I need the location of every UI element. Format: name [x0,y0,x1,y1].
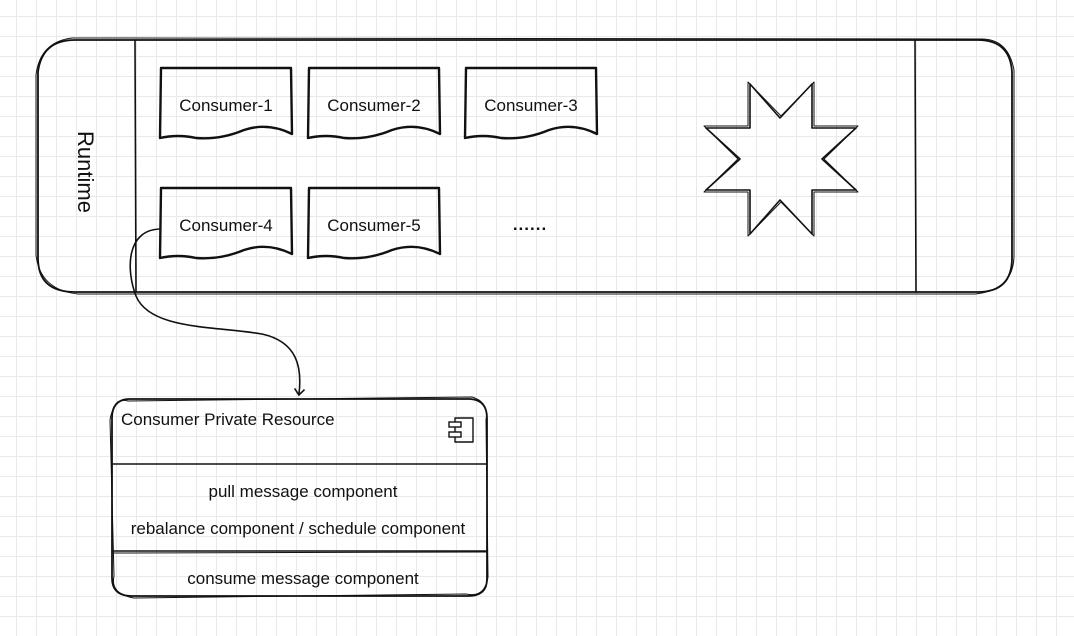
consumer-label: Consumer-3 [484,96,578,115]
resource-item-consume: consume message component [187,569,419,588]
consumer-label: Consumer-4 [179,216,273,235]
component-icon [448,417,474,443]
resource-title: Consumer Private Resource [121,410,335,429]
consumer-node-2[interactable]: Consumer-2 [306,66,442,140]
consumer-label: Consumer-1 [179,96,273,115]
consumer-node-1[interactable]: Consumer-1 [158,66,294,140]
runtime-label: Runtime [73,131,98,213]
consumer-label: Consumer-5 [327,216,421,235]
ellipsis: ...... [513,215,547,234]
consumer-label: Consumer-2 [327,96,421,115]
consumer-node-3[interactable]: Consumer-3 [463,66,599,140]
consumer-node-4[interactable]: Consumer-4 [158,186,294,260]
consumer-node-5[interactable]: Consumer-5 [306,186,442,260]
star-icon [703,81,859,237]
resource-item-pull: pull message component [208,482,397,501]
runtime-container[interactable] [35,37,1015,295]
connector-arrow [129,228,306,397]
resource-item-rebalance: rebalance component / schedule component [131,519,466,538]
consumer-private-resource[interactable]: Consumer Private Resource pull message c… [109,396,489,599]
